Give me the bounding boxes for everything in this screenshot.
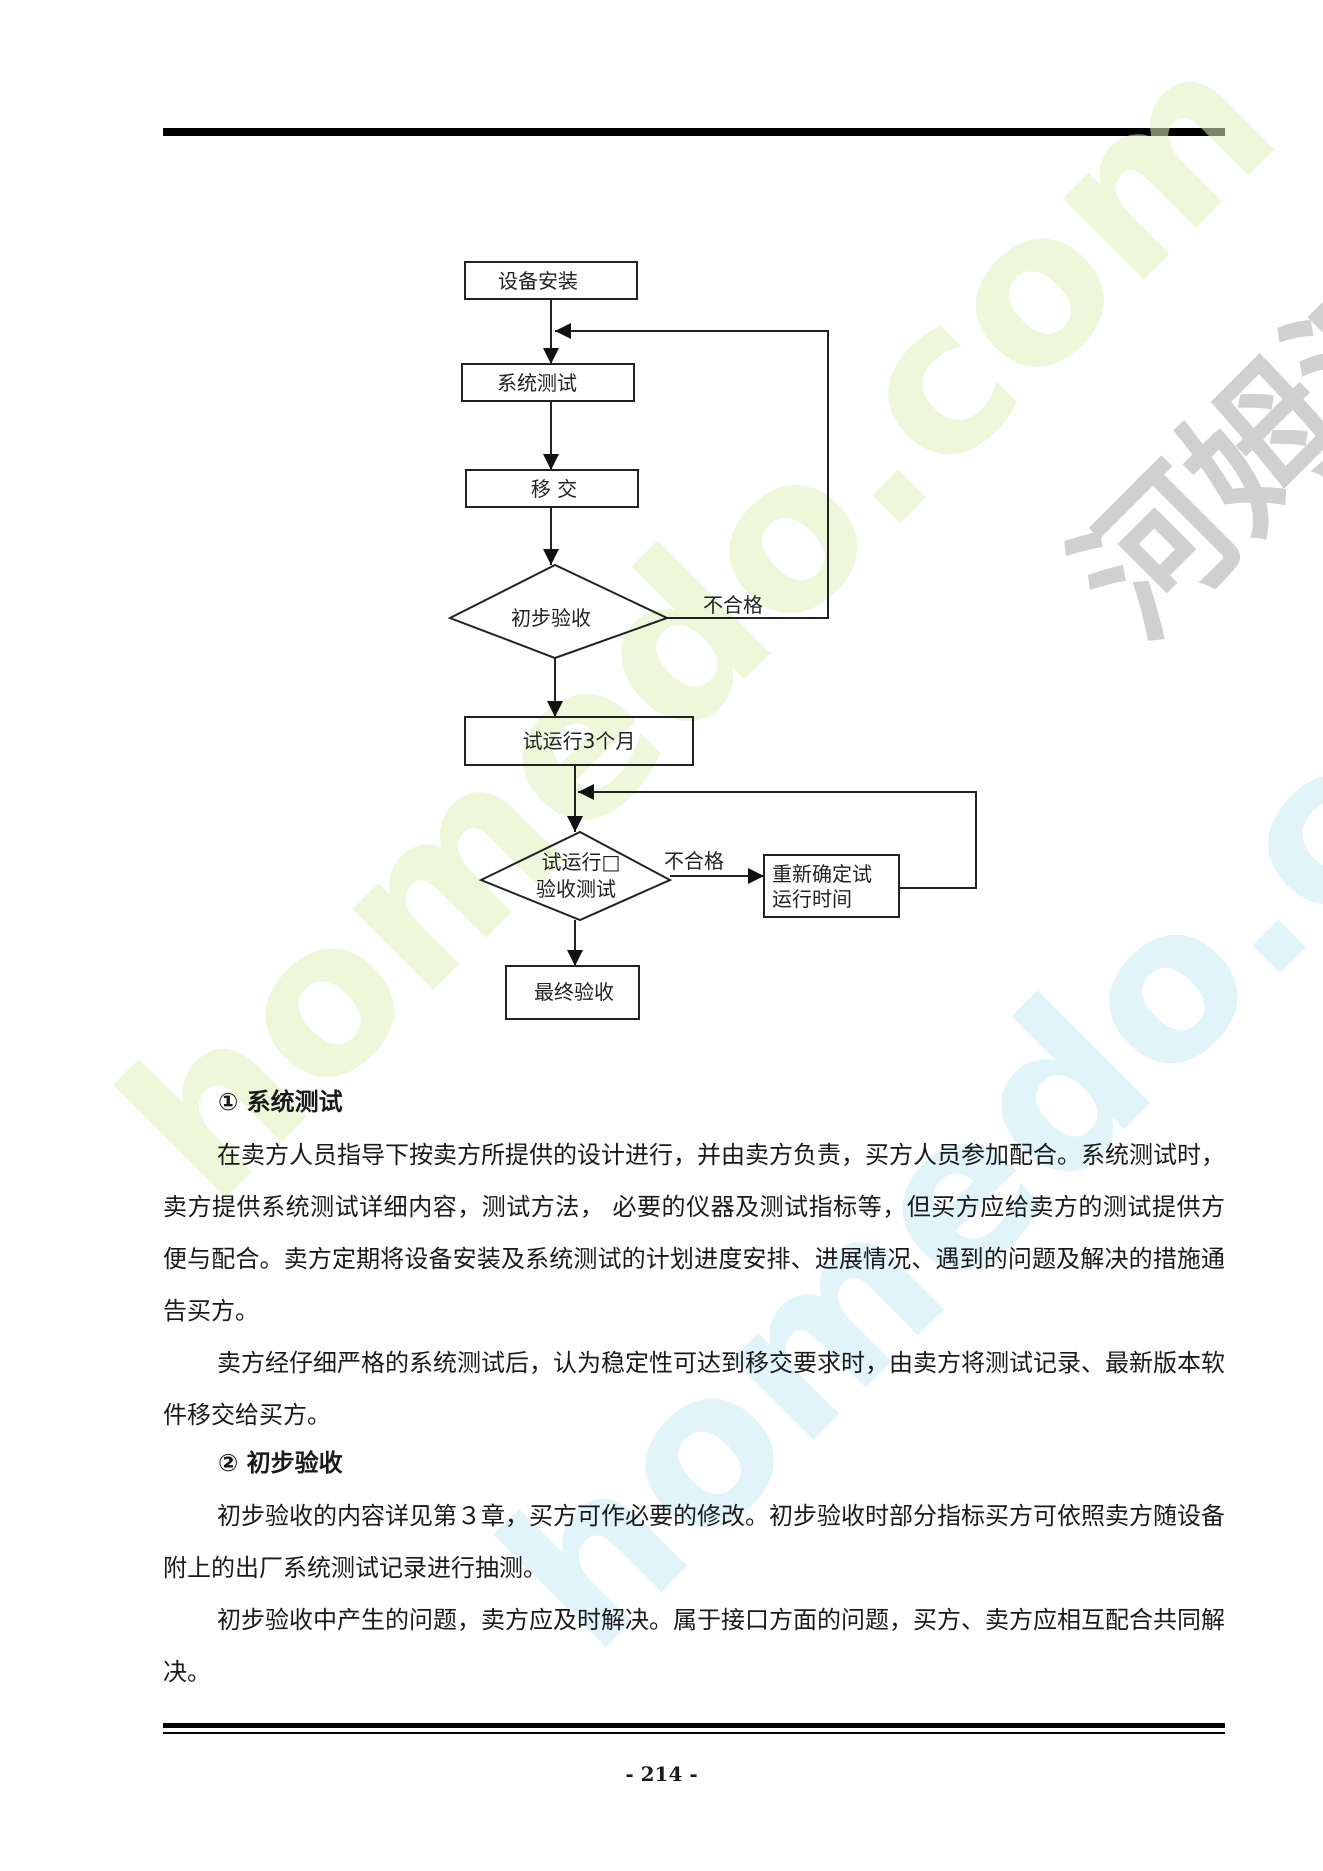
section-preliminary-body: 初步验收的内容详见第３章，买方可作必要的修改。初步验收时部分指标买方可依照卖方随… [163, 1490, 1225, 1698]
header-rule [163, 128, 1225, 136]
node-final-label: 最终验收 [534, 980, 614, 1004]
footer-rule-thick [163, 1723, 1225, 1728]
paragraph: 卖方经仔细严格的系统测试后，认为稳定性可达到移交要求时，由卖方将测试记录、最新版… [163, 1349, 1225, 1429]
page-number: - 214 - [625, 1762, 698, 1786]
node-system-test-label: 系统测试 [497, 371, 577, 395]
footer-rule-thin [163, 1732, 1225, 1734]
acceptance-flowchart: 设备安装 系统测试 移 交 初步验收 试运行3个月 试运行□ 验收测试 最终验收… [447, 261, 977, 1020]
node-trial-run-box [464, 716, 694, 766]
section-system-test-body: 在卖方人员指导下按卖方所提供的设计进行，并由卖方负责，买方人员参加配合。系统测试… [163, 1129, 1225, 1441]
node-redefine-label-1: 重新确定试 [772, 862, 872, 886]
node-redefine-box [763, 854, 900, 918]
fail-label-1: 不合格 [703, 593, 763, 617]
node-install-label: 设备安装 [498, 269, 578, 293]
paragraph: 初步验收的内容详见第３章，买方可作必要的修改。初步验收时部分指标买方可依照卖方随… [163, 1502, 1225, 1582]
node-system-test-box [461, 363, 635, 402]
node-trial-check-label-1: 试运行□ [542, 850, 621, 874]
section-heading-preliminary: ② 初步验收 [218, 1449, 343, 1477]
paragraph: 初步验收中产生的问题，卖方应及时解决。属于接口方面的问题，买方、卖方应相互配合共… [163, 1606, 1225, 1686]
node-redefine-label-2: 运行时间 [772, 887, 852, 911]
fail-label-2: 不合格 [664, 849, 724, 873]
node-trial-check-diamond [478, 830, 673, 922]
node-trial-run-label: 试运行3个月 [523, 729, 636, 753]
node-final-box [505, 965, 640, 1020]
node-trial-check-label-2: 验收测试 [536, 877, 616, 901]
section-heading-system-test: ① 系统测试 [218, 1088, 343, 1116]
node-handover-label: 移 交 [531, 477, 577, 501]
paragraph: 在卖方人员指导下按卖方所提供的设计进行，并由卖方负责，买方人员参加配合。系统测试… [163, 1141, 1225, 1325]
node-preliminary-label: 初步验收 [511, 606, 591, 630]
